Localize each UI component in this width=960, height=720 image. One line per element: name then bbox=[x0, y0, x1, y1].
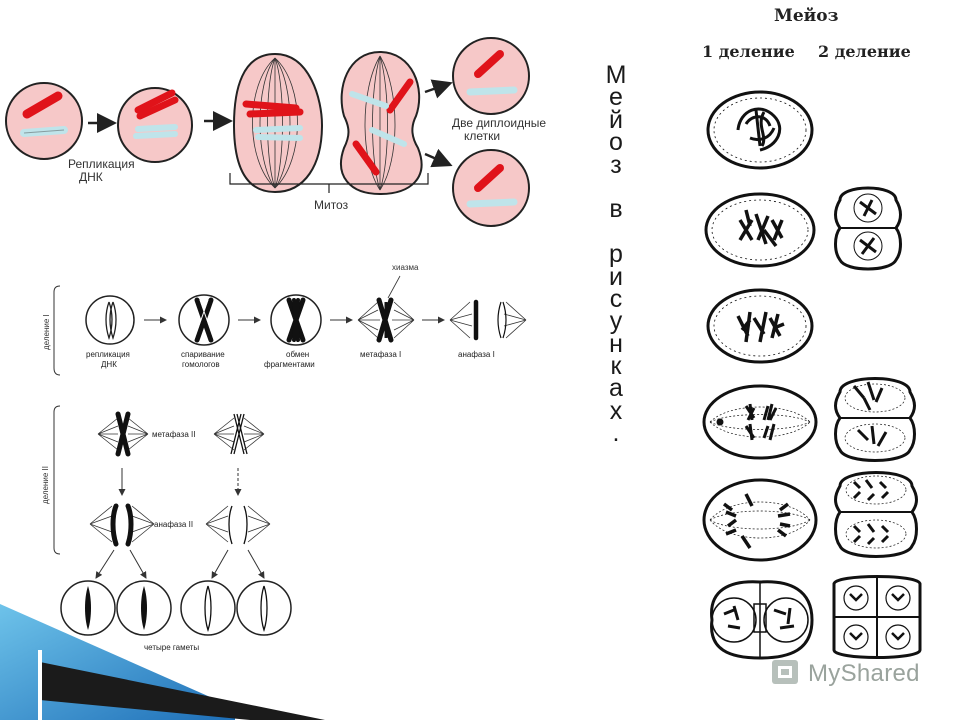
slide-corner-decoration bbox=[0, 604, 325, 720]
meiosis-1-cell-4 bbox=[702, 384, 818, 460]
label-replication-1: репликация bbox=[86, 350, 130, 359]
interphase-cell bbox=[5, 82, 83, 160]
division-2-bracket bbox=[53, 405, 61, 555]
gamete-2 bbox=[116, 580, 172, 636]
watermark-text: MyShared bbox=[808, 660, 920, 687]
meiosis-2-cell-1 bbox=[834, 186, 902, 271]
daughter-cell-bottom bbox=[452, 149, 530, 227]
right-panel-col2: 2 деление bbox=[818, 42, 911, 61]
label-crossing-1: обмен bbox=[286, 350, 309, 359]
label-anaphase-1: анафаза I bbox=[458, 350, 495, 359]
meiosis-2-cell-3 bbox=[834, 471, 918, 558]
meiosis-1-cell-6 bbox=[710, 580, 814, 660]
label-replication-2: ДНК bbox=[101, 360, 117, 369]
metaphase-2-label: метафаза II bbox=[152, 430, 195, 439]
anaphase-cell bbox=[340, 50, 423, 196]
stage-anaphase-1 bbox=[449, 299, 527, 341]
right-panel-title: Мейоз bbox=[774, 6, 839, 26]
gamete-1 bbox=[60, 580, 116, 636]
vertical-title-letter: в bbox=[609, 195, 623, 224]
gamete-4 bbox=[236, 580, 292, 636]
anaphase-2-right bbox=[205, 505, 271, 545]
chiasma-label: хиазма bbox=[392, 263, 419, 272]
label-pairing-1: спаривание bbox=[181, 350, 225, 359]
stage-metaphase-1 bbox=[357, 297, 415, 343]
vertical-title-letter: з bbox=[610, 150, 622, 179]
division-2-side-label: деление II bbox=[41, 466, 50, 504]
meiosis-1-cell-3 bbox=[706, 288, 814, 364]
vertical-title-letter: х bbox=[609, 396, 623, 425]
stage-crossing-over bbox=[270, 294, 322, 346]
meiosis-2-cell-4 bbox=[832, 575, 922, 659]
gametes-label: четыре гаметы bbox=[144, 643, 199, 652]
replication-label-line2: ДНК bbox=[79, 170, 103, 184]
stage-replication bbox=[85, 295, 135, 345]
anaphase-2-label: анафаза II bbox=[154, 520, 193, 529]
meiosis-1-cell-5 bbox=[702, 478, 818, 562]
metaphase-cell bbox=[232, 52, 324, 194]
vertical-title-letter: и bbox=[609, 262, 623, 291]
vertical-title-letter: с bbox=[609, 284, 623, 313]
label-crossing-2: фрагментами bbox=[264, 360, 315, 369]
metaphase-2-left bbox=[97, 411, 149, 457]
micrograph-panel bbox=[702, 90, 922, 660]
mitosis-label: Митоз bbox=[314, 198, 349, 212]
vertical-title-letter: М bbox=[605, 61, 627, 89]
division-1-bracket bbox=[53, 285, 61, 376]
two-cells-label-line1: Две диплоидные bbox=[452, 116, 546, 130]
label-pairing-2: гомологов bbox=[182, 360, 220, 369]
stage-pairing bbox=[178, 294, 230, 346]
two-cells-label-line2: клетки bbox=[464, 129, 500, 143]
vertical-title-letter: р bbox=[609, 240, 623, 269]
meiosis-1-cell-2 bbox=[704, 192, 816, 268]
vertical-title-letter: у bbox=[609, 307, 623, 336]
metaphase-2-right bbox=[213, 413, 265, 455]
myshared-logo-icon bbox=[772, 660, 798, 684]
vertical-title-letter: е bbox=[609, 83, 623, 112]
gamete-3 bbox=[180, 580, 236, 636]
vertical-title-letter: а bbox=[609, 374, 623, 403]
anaphase-2-left bbox=[89, 503, 155, 547]
replication-label-line1: Репликация bbox=[68, 157, 135, 171]
meiosis-division-2-diagram: деление II метафаза II анафаза II bbox=[41, 405, 292, 652]
label-metaphase-1: метафаза I bbox=[360, 350, 401, 359]
vertical-title-letter: к bbox=[610, 352, 622, 381]
meiosis-2-cell-2 bbox=[834, 377, 916, 462]
meiosis-1-cell-1 bbox=[706, 90, 814, 170]
division-1-side-label: деление I bbox=[42, 314, 51, 350]
vertical-title-letter: й bbox=[609, 105, 623, 134]
daughter-cell-top bbox=[452, 37, 530, 115]
mitosis-bracket bbox=[229, 173, 429, 193]
right-panel-col1: 1 деление bbox=[702, 42, 795, 61]
vertical-title-letter: н bbox=[609, 329, 623, 358]
vertical-title-letter: о bbox=[609, 128, 623, 157]
meiosis-division-1-diagram: деление I хиазма репликация bbox=[42, 263, 527, 376]
replicated-cell bbox=[117, 87, 193, 163]
vertical-title-letter: . bbox=[612, 419, 620, 448]
mitosis-diagram: Репликация ДНК Митоз Две диплоидные клет… bbox=[5, 37, 546, 227]
